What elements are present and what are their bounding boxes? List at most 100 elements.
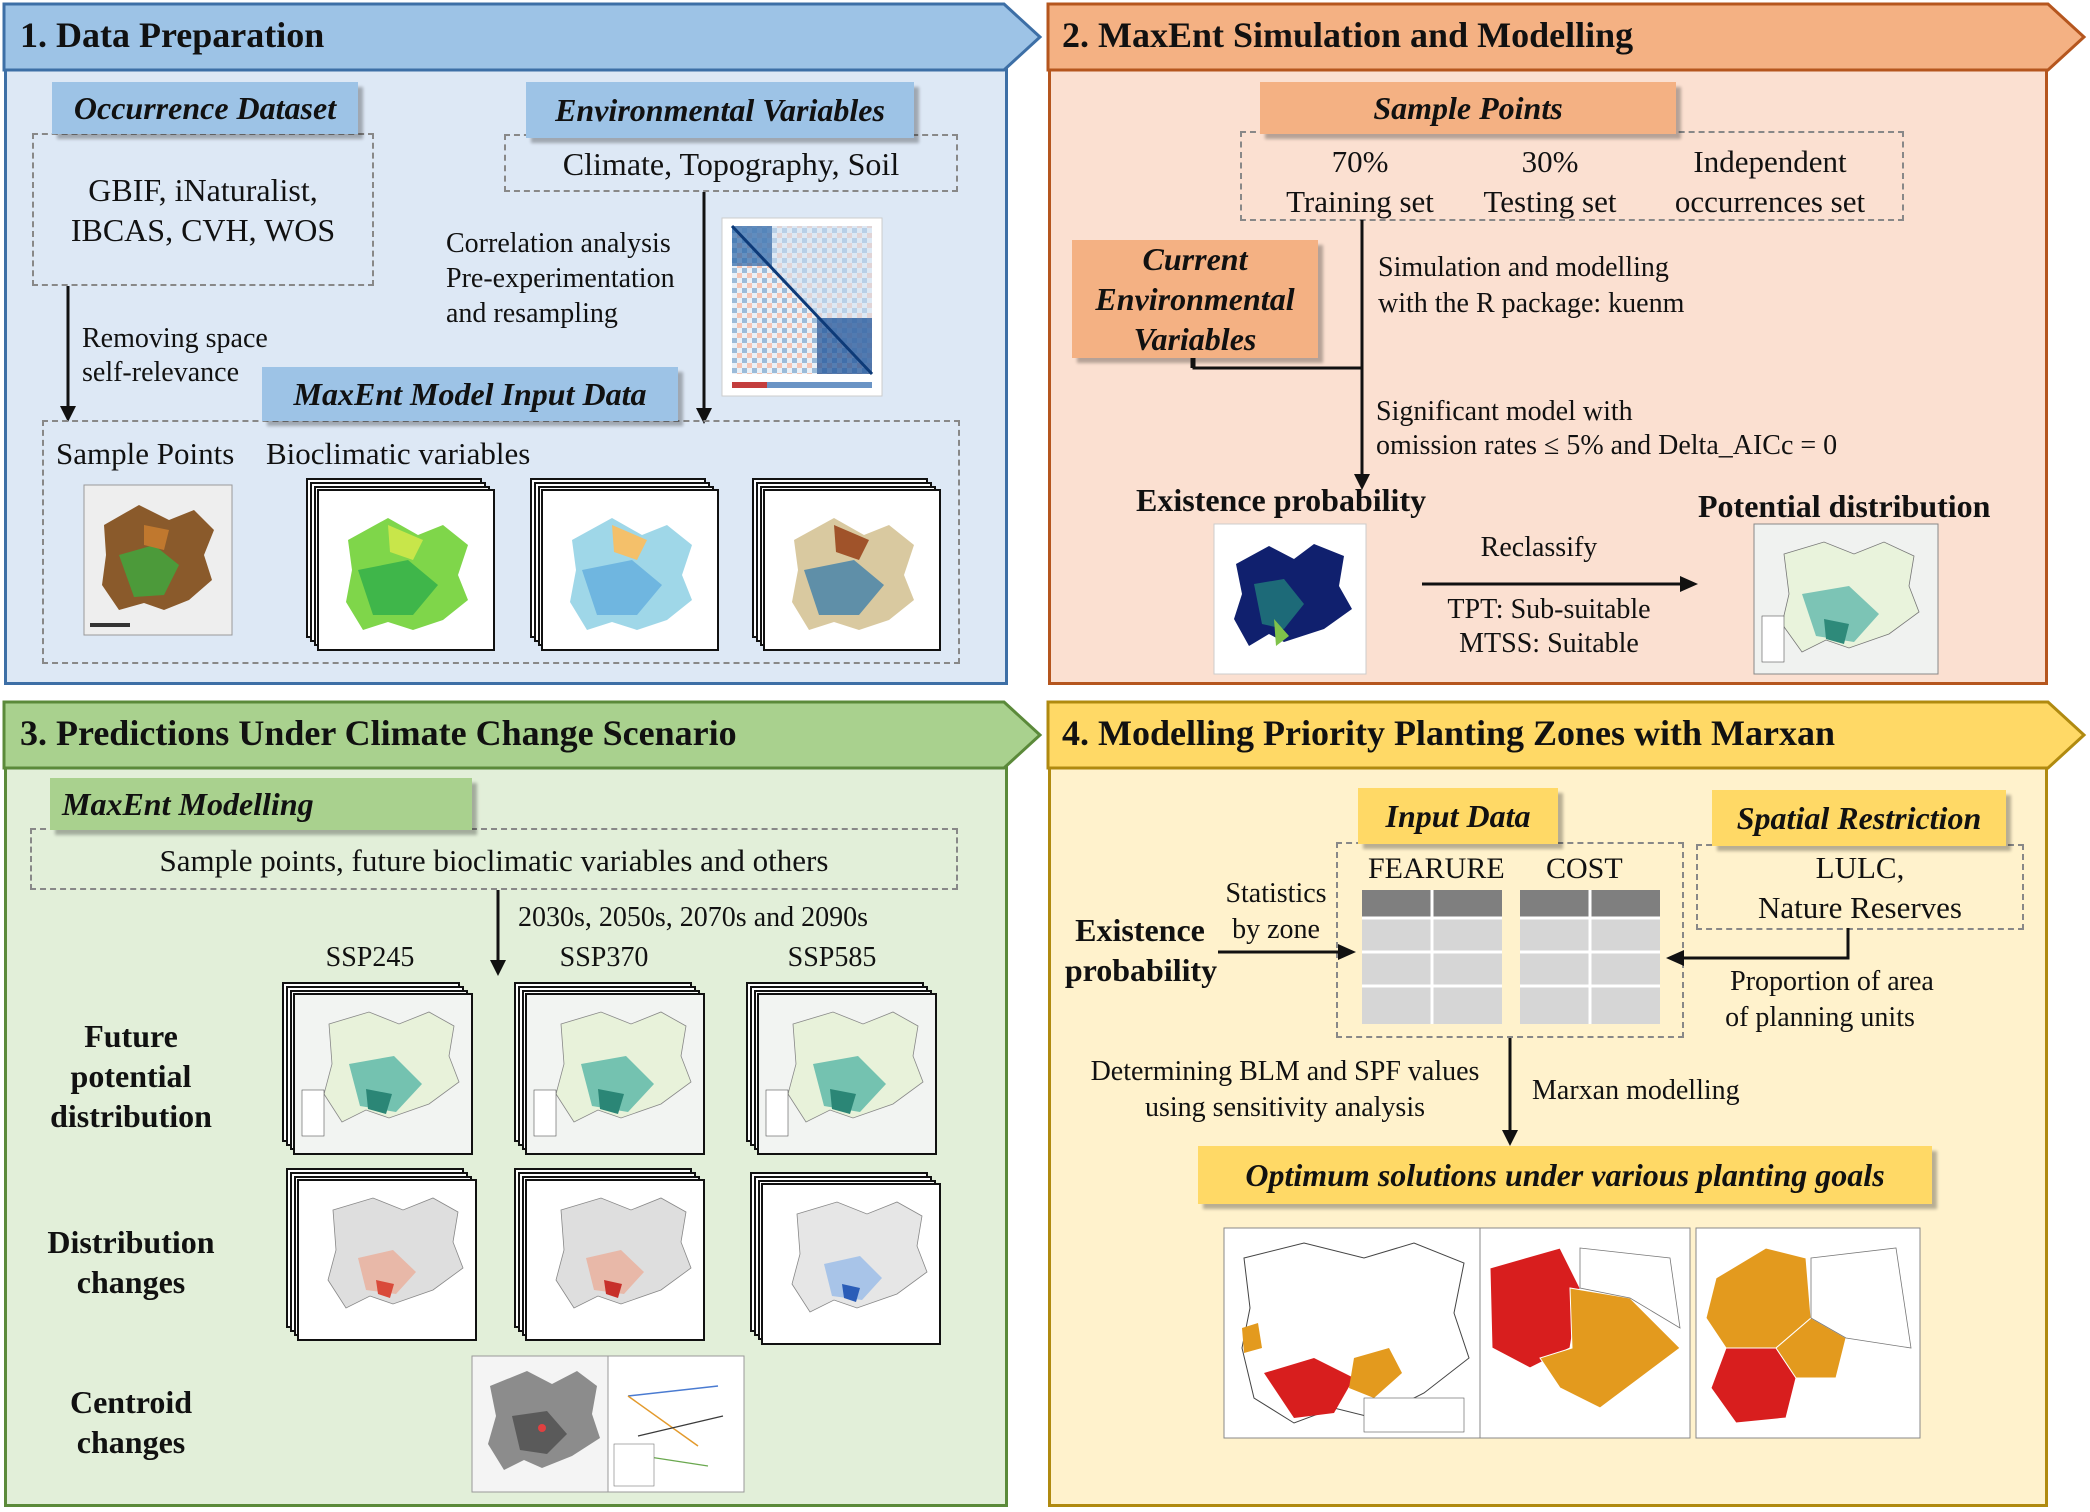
arrow-env-to-input — [696, 192, 712, 424]
arrow-input-to-optimum — [1502, 1038, 1518, 1146]
centroid-map-1 — [471, 1355, 609, 1493]
correlation-text-1: Correlation analysis — [446, 228, 671, 259]
panel1-title: 1. Data Preparation — [20, 15, 325, 55]
optimum-map-c — [1695, 1227, 1921, 1439]
significant-text-1: Significant model with — [1376, 396, 1633, 427]
sample-points-map-image — [83, 484, 233, 636]
correlation-matrix-image — [721, 217, 883, 397]
marxan-text: Marxan modelling — [1532, 1075, 1740, 1106]
future-label-1: Future — [84, 1018, 178, 1054]
change-stack-ssp585 — [750, 1172, 941, 1345]
significant-text-2: omission rates ≤ 5% and Delta_AICc = 0 — [1376, 430, 1838, 461]
current-env-line-2: Environmental — [1095, 281, 1295, 317]
train-pct: 70% — [1331, 144, 1389, 179]
potential-distribution-label: Potential distribution — [1698, 488, 1991, 524]
occurrence-dataset-tag: Occurrence Dataset — [52, 82, 358, 134]
bioclimatic-label: Bioclimatic variables — [266, 436, 531, 471]
current-env-line-1: Current — [1142, 241, 1248, 277]
banner-maxent-simulation — [1046, 2, 2087, 72]
banner-marxan-zones — [1046, 700, 2087, 770]
environmental-text: Climate, Topography, Soil — [562, 146, 900, 182]
change-map-ssp370 — [525, 1179, 705, 1341]
existence-label-1: Existence — [1075, 912, 1205, 948]
change-stack-ssp370 — [514, 1168, 705, 1341]
occurrence-text-1: GBIF, iNaturalist, — [88, 172, 318, 208]
bioclim-map-1 — [317, 489, 495, 651]
optimum-map-b — [1479, 1227, 1691, 1439]
environmental-variables-tag: Environmental Variables — [526, 82, 914, 138]
occurrence-box — [32, 133, 374, 286]
banner-climate-predictions — [2, 700, 1043, 770]
existence-probability-map — [1213, 523, 1367, 675]
change-map-ssp245 — [297, 1179, 477, 1341]
banner-data-preparation — [2, 2, 1043, 72]
bioclim-map-3 — [763, 489, 941, 651]
cost-label: COST — [1546, 852, 1623, 885]
current-env-tag: Current Environmental Variables — [1072, 240, 1318, 358]
reclassify-label: Reclassify — [1480, 532, 1598, 563]
reclassify-arrow — [1422, 576, 1698, 592]
centroid-label-2: changes — [76, 1424, 186, 1460]
connector-current-to-flow — [1190, 358, 1194, 368]
future-stack-ssp370 — [514, 982, 705, 1155]
bioclim-map-2 — [541, 489, 719, 651]
centroid-map-2 — [607, 1355, 745, 1493]
future-stack-ssp245 — [282, 982, 473, 1155]
spatial-restriction-tag: Spatial Restriction — [1712, 790, 2006, 846]
test-pct: 30% — [1521, 144, 1579, 179]
existence-label-2: probability — [1064, 952, 1218, 988]
ssp585-label: SSP585 — [787, 942, 877, 973]
future-map-ssp370 — [525, 993, 705, 1155]
current-env-line-3: Variables — [1133, 321, 1257, 357]
sample-points-label: Sample Points — [56, 436, 235, 471]
mtss-label: MTSS: Suitable — [1459, 628, 1639, 659]
ssp370-label: SSP370 — [559, 942, 649, 973]
existence-probability-label: Existence probability — [1136, 482, 1427, 518]
bioclim-stack-2 — [530, 478, 719, 651]
arrow-occurrence-to-input — [60, 286, 76, 422]
occurrence-text-2: IBCAS, CVH, WOS — [70, 212, 336, 248]
optimum-solutions-tag: Optimum solutions under various planting… — [1198, 1146, 1932, 1204]
tpt-label: TPT: Sub-suitable — [1447, 594, 1651, 625]
proportion-text-1: Proportion of area — [1730, 966, 1934, 997]
statistics-text-2: by zone — [1232, 914, 1320, 945]
future-stack-ssp585 — [746, 982, 937, 1155]
blm-text-1: Determining BLM and SPF values — [1090, 1056, 1480, 1087]
change-map-ssp585 — [761, 1183, 941, 1345]
correlation-text-3: and resampling — [446, 298, 618, 329]
arrow-decades — [490, 890, 506, 976]
ssp245-label: SSP245 — [325, 942, 415, 973]
future-label-2: potential — [70, 1058, 192, 1094]
centroid-label-1: Centroid — [69, 1384, 193, 1420]
removing-text-1: Removing space — [82, 323, 268, 354]
correlation-text-2: Pre-experimentation — [446, 263, 675, 294]
change-stack-ssp245 — [286, 1168, 477, 1341]
feature-label: FEARURE — [1368, 852, 1505, 885]
lulc-text-2: Nature Reserves — [1758, 890, 1962, 925]
arrow-existence-to-input — [1218, 944, 1356, 960]
future-map-ssp585 — [757, 993, 937, 1155]
distribution-label-2: changes — [76, 1264, 186, 1300]
statistics-text-1: Statistics — [1225, 878, 1327, 909]
bioclim-stack-3 — [752, 478, 941, 651]
removing-text-2: self-relevance — [82, 357, 239, 388]
future-label-3: distribution — [50, 1098, 212, 1134]
test-label: Testing set — [1483, 184, 1617, 219]
simulation-text-2: with the R package: kuenm — [1378, 288, 1685, 319]
input-data-tag: Input Data — [1358, 788, 1558, 844]
potential-distribution-map — [1753, 523, 1939, 675]
distribution-label-1: Distribution — [47, 1224, 215, 1260]
proportion-text-2: of planning units — [1725, 1002, 1915, 1033]
bioclim-stack-1 — [306, 478, 495, 651]
maxent-input-tag: MaxEnt Model Input Data — [262, 367, 678, 421]
input-data-box — [42, 420, 960, 664]
train-label: Training set — [1286, 184, 1434, 219]
panel4-title: 4. Modelling Priority Planting Zones wit… — [1062, 713, 1835, 753]
feature-table — [1362, 890, 1502, 1024]
independent-1: Independent — [1693, 144, 1847, 179]
panel3-title: 3. Predictions Under Climate Change Scen… — [20, 713, 737, 753]
sample-points-tag: Sample Points — [1260, 82, 1676, 134]
lulc-text-1: LULC, — [1815, 850, 1905, 885]
arrow-restriction-to-input — [1666, 928, 1850, 966]
